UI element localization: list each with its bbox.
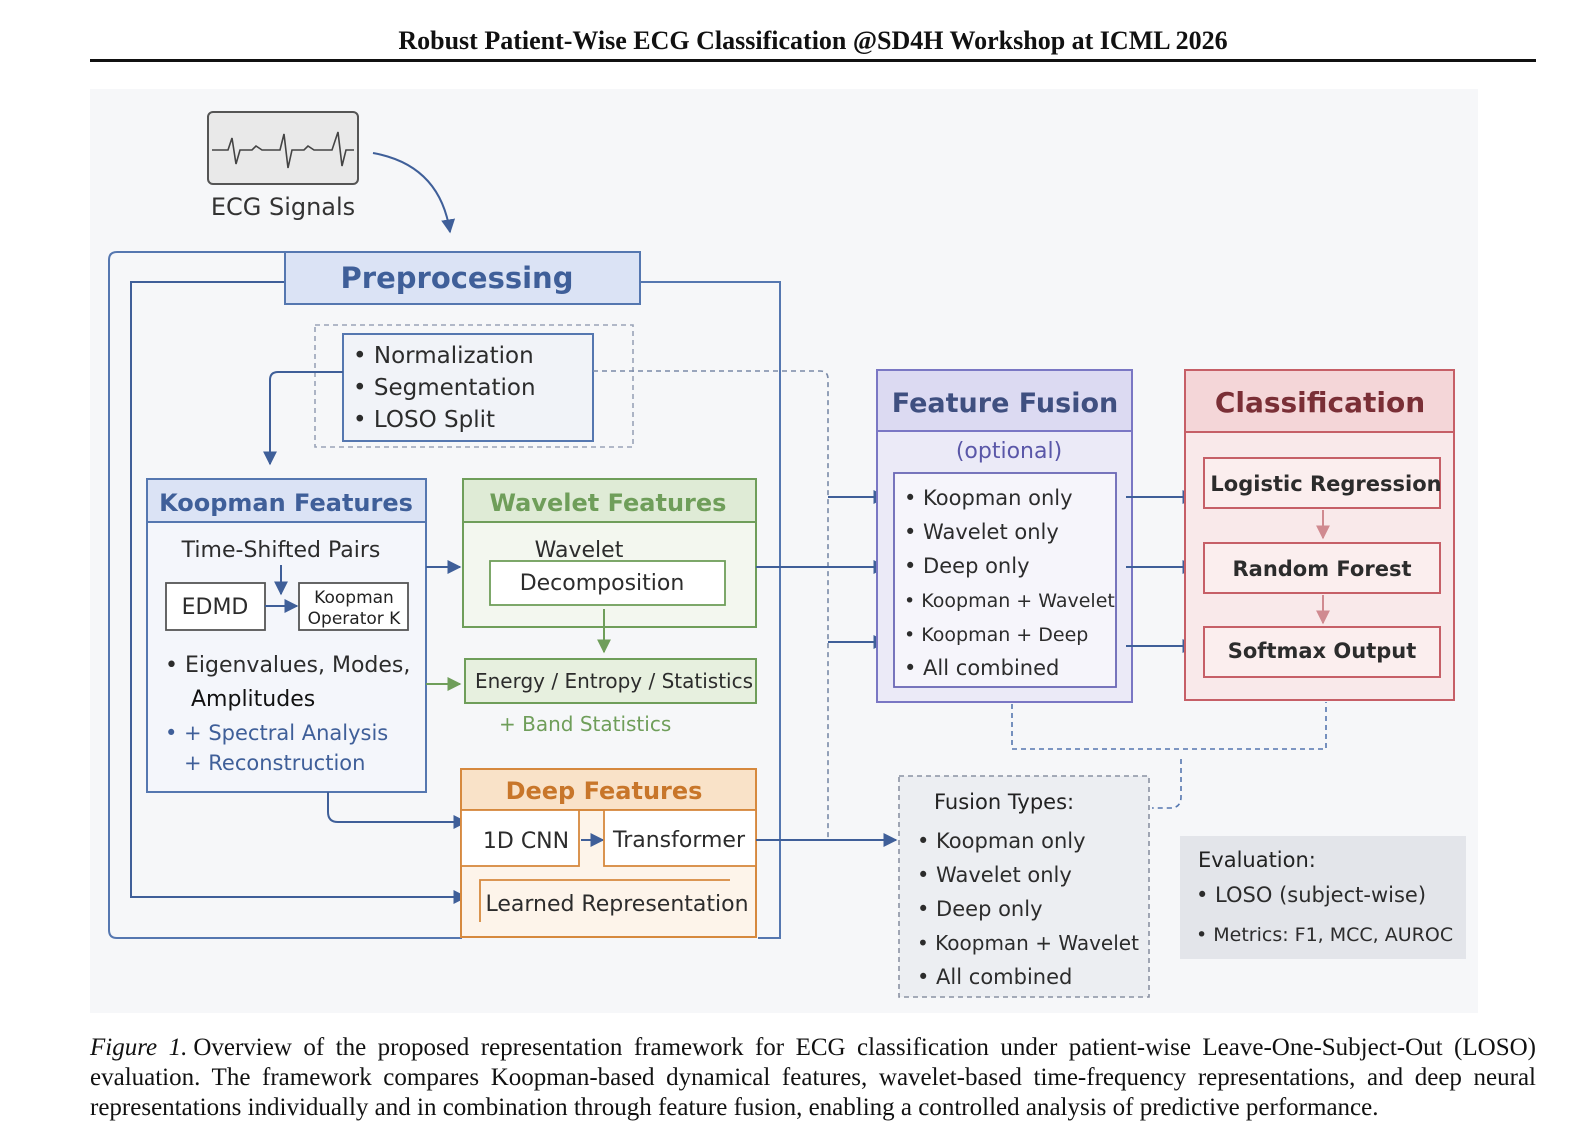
wavelet-label: Wavelet xyxy=(535,538,624,563)
softmax-box xyxy=(1203,626,1441,678)
logistic-label: Logistic Regression xyxy=(1210,472,1441,496)
fusion-type-wavelet: • Wavelet only xyxy=(917,863,1072,887)
fusion-type-deep: • Deep only xyxy=(917,897,1043,921)
koopman-spectral-analysis: • + Spectral Analysis xyxy=(165,721,388,745)
koopman-eigenvalues: • Eigenvalues, Modes, xyxy=(165,653,410,678)
decomposition-box xyxy=(489,560,726,606)
evaluation-loso: • LOSO (subject-wise) xyxy=(1196,883,1426,907)
fusion-title: Feature Fusion xyxy=(892,388,1118,419)
fusion-option-koopman-wavelet: • Koopman + Wavelet xyxy=(904,590,1115,612)
koopman-operator-line2: Operator K xyxy=(308,609,401,629)
running-title: Robust Patient-Wise ECG Classification @… xyxy=(398,26,1228,55)
classification-header xyxy=(1184,369,1455,433)
fusion-types-title: Fusion Types: xyxy=(934,790,1074,814)
step-normalization: • Normalization xyxy=(353,343,534,369)
decomposition-label: Decomposition xyxy=(520,571,685,596)
ecg-signals-label: ECG Signals xyxy=(211,193,355,221)
deep-header xyxy=(460,768,757,811)
step-segmentation: • Segmentation xyxy=(353,375,536,401)
energy-box xyxy=(464,658,757,704)
fusion-option-all: • All combined xyxy=(904,656,1059,680)
energy-label: Energy / Entropy / Statistics xyxy=(475,669,753,693)
fusion-types-box xyxy=(898,775,1150,998)
koopman-operator-box xyxy=(298,582,409,631)
ecg-signal-icon xyxy=(207,111,359,185)
fusion-subtitle: (optional) xyxy=(956,439,1062,464)
wavelet-title: Wavelet Features xyxy=(490,489,727,517)
transformer-label: Transformer xyxy=(612,828,746,853)
preprocessing-title: Preprocessing xyxy=(341,261,574,295)
arrow-koopman-to-deep xyxy=(327,792,468,829)
arrow-preprocessing-to-learned xyxy=(130,281,468,904)
caption-text: Overview of the proposed representation … xyxy=(90,1034,1536,1121)
forest-label: Random Forest xyxy=(1232,557,1411,581)
arrow-ecg-to-preprocessing xyxy=(372,152,456,234)
preprocessing-header xyxy=(284,251,641,305)
preprocessing-dashed-group xyxy=(314,324,634,448)
koopman-title: Koopman Features xyxy=(159,489,413,517)
forest-box xyxy=(1203,542,1441,594)
dashed-fusion-link xyxy=(1011,702,1327,750)
wavelet-header xyxy=(462,478,757,523)
preprocessing-right-line xyxy=(640,281,781,939)
transformer-box xyxy=(603,809,757,867)
evaluation-title: Evaluation: xyxy=(1198,848,1316,872)
learned-bracket xyxy=(479,879,730,922)
preprocessing-steps-box xyxy=(342,333,594,442)
fusion-type-all: • All combined xyxy=(917,965,1072,989)
fusion-header xyxy=(876,369,1133,432)
logistic-box xyxy=(1203,457,1441,509)
figure-caption: Figure 1.Overview of the proposed repres… xyxy=(90,1033,1536,1123)
koopman-header xyxy=(146,478,427,523)
outer-frame-line xyxy=(108,251,462,939)
koopman-amplitudes: Amplitudes xyxy=(191,687,315,712)
deep-title: Deep Features xyxy=(506,777,703,805)
koopman-panel xyxy=(146,478,427,793)
koopman-reconstruction: + Reconstruction xyxy=(184,751,365,775)
fusion-option-wavelet: • Wavelet only xyxy=(904,520,1059,544)
fusion-option-koopman: • Koopman only xyxy=(904,486,1073,510)
dashed-preprocessing-line xyxy=(593,370,829,838)
dashed-fusion-types-link xyxy=(1152,759,1182,809)
figure-label: Figure 1. xyxy=(90,1034,188,1061)
edmd-label: EDMD xyxy=(182,595,249,620)
arrow-preprocessing-to-koopman xyxy=(263,371,343,466)
edmd-box xyxy=(165,582,266,631)
cnn-box xyxy=(460,809,580,867)
fusion-option-deep: • Deep only xyxy=(904,554,1030,578)
evaluation-metrics: • Metrics: F1, MCC, AUROC xyxy=(1196,924,1453,946)
classification-title: Classification xyxy=(1215,386,1425,419)
band-statistics: + Band Statistics xyxy=(499,712,671,736)
learned-representation: Learned Representation xyxy=(485,892,748,917)
fusion-option-koopman-deep: • Koopman + Deep xyxy=(904,624,1088,646)
koopman-operator-line1: Koopman xyxy=(314,588,394,608)
softmax-label: Softmax Output xyxy=(1228,639,1417,663)
fusion-type-koopman-wavelet: • Koopman + Wavelet xyxy=(917,931,1139,955)
step-loso-split: • LOSO Split xyxy=(353,407,495,433)
fusion-type-koopman: • Koopman only xyxy=(917,829,1086,853)
fusion-options-box xyxy=(893,472,1117,688)
evaluation-box xyxy=(1180,836,1466,959)
koopman-time-shifted-pairs: Time-Shifted Pairs xyxy=(181,538,381,563)
header-rule xyxy=(90,59,1536,62)
cnn-label: 1D CNN xyxy=(483,829,569,854)
